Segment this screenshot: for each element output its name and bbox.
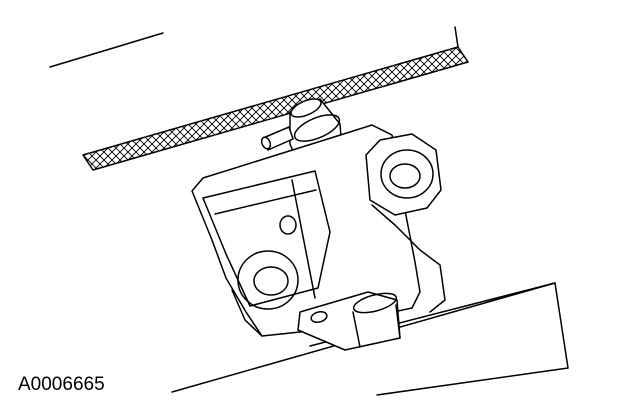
gasket-section <box>82 46 469 171</box>
retaining-pin-end <box>260 136 272 150</box>
lower-boss-hole <box>310 310 328 324</box>
lower-boss-edge <box>352 311 361 348</box>
oil-hole <box>279 215 297 235</box>
lower-boss-top <box>352 292 398 314</box>
plunger-cap <box>290 98 322 118</box>
housing-face-ridge <box>214 189 317 215</box>
left-bolt-hole-inner <box>253 266 289 296</box>
tensioner-housing <box>191 124 421 337</box>
plunger-collar <box>293 114 341 142</box>
figure-id-label: A0006665 <box>18 374 105 395</box>
housing-face-side <box>291 179 316 299</box>
cover-edge-line <box>49 32 164 68</box>
left-ear-flange <box>231 289 263 337</box>
right-ear-flange <box>371 204 446 313</box>
left-bolt-hole-outer <box>237 250 299 310</box>
gasket-corner-line <box>454 26 459 48</box>
right-mounting-ear <box>365 133 442 216</box>
right-bolt-hole-inner <box>389 163 421 189</box>
right-bolt-hole-outer <box>380 149 434 199</box>
lower-boss-edge-2 <box>395 304 401 339</box>
housing-face <box>202 170 331 307</box>
